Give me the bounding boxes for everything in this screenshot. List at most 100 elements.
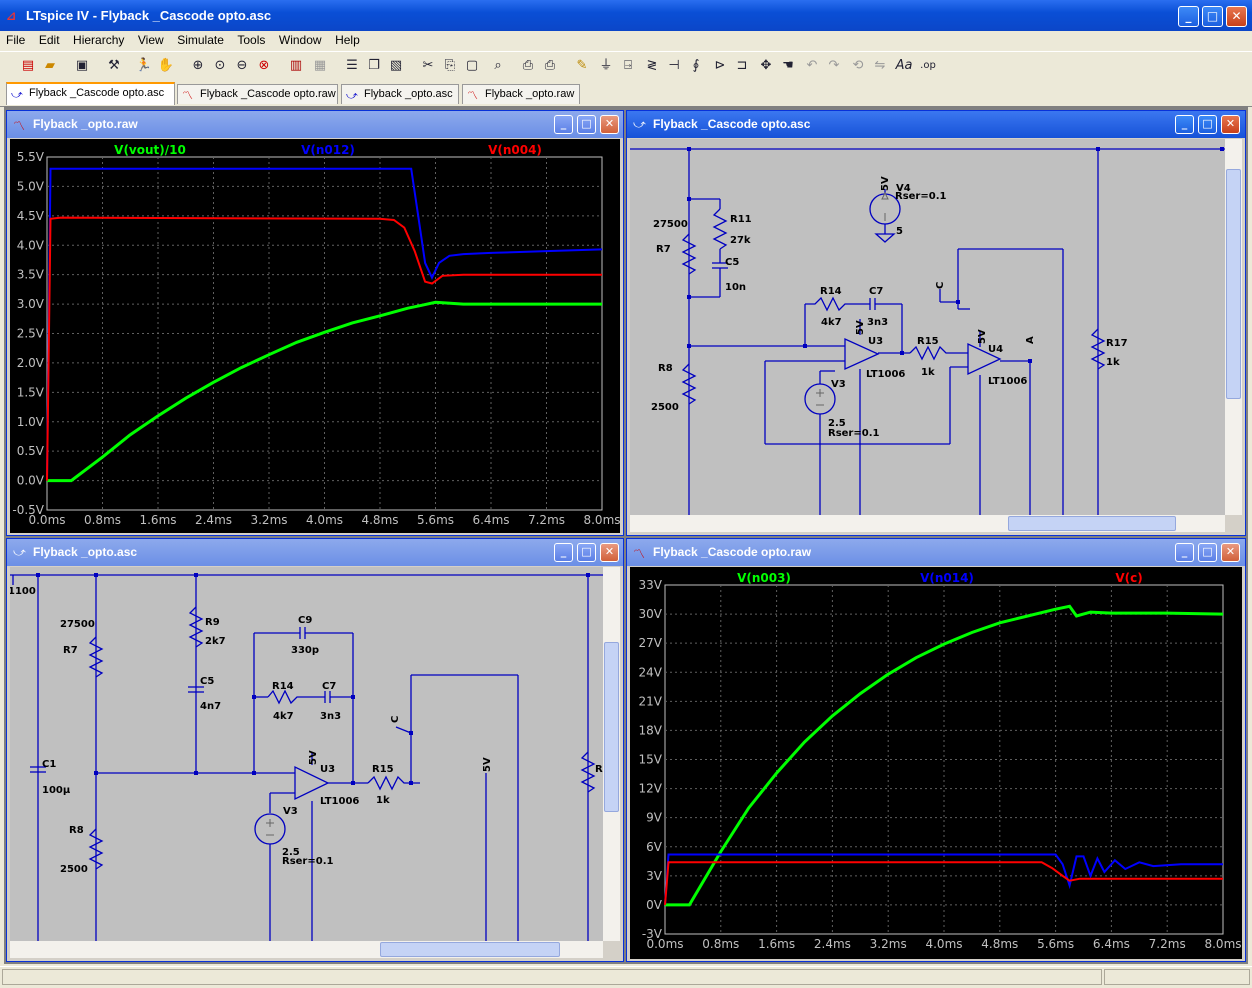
window-close-button[interactable]: ✕ [1221, 543, 1240, 562]
window-titlebar[interactable]: 〽 Flyback _Cascode opto.raw _ □ ✕ [627, 539, 1245, 566]
scrollbar-thumb[interactable] [380, 942, 560, 957]
label-net-icon[interactable]: ⍈ [624, 58, 632, 73]
window-minimize-button[interactable]: _ [554, 543, 573, 562]
mirror-icon[interactable]: ⇋ [874, 58, 886, 73]
control-panel-icon[interactable]: ⚒ [108, 58, 120, 73]
r14-ref: R14 [820, 286, 842, 297]
window-minimize-button[interactable]: _ [554, 115, 573, 134]
ground-icon[interactable]: ⏚ [599, 58, 613, 73]
x-tick-label: 2.4ms [814, 937, 851, 951]
save-icon[interactable]: ▣ [75, 58, 89, 73]
y-tick-label: 3V [646, 869, 663, 883]
cascade-icon[interactable]: ❐ [368, 58, 380, 73]
component-icon[interactable]: ⊐ [736, 58, 748, 73]
schematic-svg[interactable]: 1100 27500 R7 R9 2k7 C5 4n7 C9 330p R14 … [8, 567, 603, 941]
legend-label-1[interactable]: V(n012) [301, 143, 355, 157]
schematic-canvas[interactable]: 27500 R7 R11 27k C5 10n R14 4k7 C7 3n3 5… [630, 139, 1225, 515]
draw-wire-icon[interactable]: ✎ [576, 58, 588, 73]
window-flyback-cascode-opto-asc[interactable]: ⤻ Flyback _Cascode opto.asc _ □ ✕ [626, 110, 1246, 536]
copy-icon[interactable]: ⎘ [444, 58, 456, 73]
scrollbar-thumb[interactable] [1226, 169, 1241, 399]
window-titlebar[interactable]: ⤻ Flyback _opto.asc _ □ ✕ [7, 539, 623, 566]
text-icon[interactable]: Aa [895, 58, 913, 73]
u3-ref: U3 [868, 336, 883, 347]
legend-label-0[interactable]: V(n003) [737, 571, 791, 585]
legend-label-0[interactable]: V(vout)/10 [114, 143, 186, 157]
window-close-button[interactable]: ✕ [1221, 115, 1240, 134]
zoom-fit-icon[interactable]: ⊗ [258, 58, 270, 73]
zoom-out-icon[interactable]: ⊖ [236, 58, 248, 73]
vertical-scrollbar[interactable] [603, 567, 620, 941]
run-icon[interactable]: 🏃 [135, 58, 153, 73]
halt-icon[interactable]: ✋ [157, 58, 175, 73]
schematic-canvas[interactable]: 1100 27500 R7 R9 2k7 C5 4n7 C9 330p R14 … [8, 567, 603, 941]
menu-window[interactable]: Window [278, 33, 322, 47]
menu-help[interactable]: Help [335, 33, 360, 47]
maximize-button[interactable]: □ [1202, 6, 1223, 27]
menu-simulate[interactable]: Simulate [177, 33, 224, 47]
find-icon[interactable]: ⌕ [494, 58, 502, 73]
window-maximize-button[interactable]: □ [1198, 115, 1217, 134]
autorange-icon[interactable]: ▥ [289, 58, 303, 73]
resistor-icon[interactable]: ≷ [646, 58, 658, 73]
window-minimize-button[interactable]: _ [1175, 543, 1194, 562]
diode-icon[interactable]: ⊳ [714, 58, 726, 73]
scrollbar-thumb[interactable] [604, 642, 619, 812]
window-close-button[interactable]: ✕ [600, 543, 619, 562]
window-titlebar[interactable]: 〽 Flyback _opto.raw _ □ ✕ [7, 111, 623, 138]
redo-icon[interactable]: ↷ [828, 58, 840, 73]
window-maximize-button[interactable]: □ [577, 115, 596, 134]
tile-horizontal-icon[interactable]: ☰ [346, 58, 358, 73]
window-maximize-button[interactable]: □ [1198, 543, 1217, 562]
tab-flyback-cascode-opto-asc[interactable]: ⤻ Flyback _Cascode opto.asc [6, 82, 175, 105]
menu-view[interactable]: View [137, 33, 164, 47]
cut-icon[interactable]: ✂ [422, 58, 434, 73]
tab-flyback-cascode-opto-raw[interactable]: 〽 Flyback _Cascode opto.raw [177, 84, 338, 104]
rotate-icon[interactable]: ⟲ [852, 58, 864, 73]
window-minimize-button[interactable]: _ [1175, 115, 1194, 134]
horizontal-scrollbar[interactable] [630, 515, 1225, 532]
close-button[interactable]: ✕ [1226, 6, 1247, 27]
print-icon[interactable]: ⎙ [544, 58, 556, 73]
grid-icon[interactable]: ▦ [313, 58, 327, 73]
print-setup-icon[interactable]: ⎙ [522, 58, 534, 73]
tile-vertical-icon[interactable]: ▧ [389, 58, 403, 73]
paste-icon[interactable]: ▢ [465, 58, 479, 73]
menu-hierarchy[interactable]: Hierarchy [73, 33, 125, 47]
tab-flyback-opto-asc[interactable]: ⤻ Flyback _opto.asc [341, 84, 459, 104]
spice-directive-icon[interactable]: .op [920, 60, 936, 71]
window-flyback-opto-asc[interactable]: ⤻ Flyback _opto.asc _ □ ✕ [6, 538, 624, 962]
menu-tools[interactable]: Tools [237, 33, 266, 47]
series-line-2 [46, 216, 602, 481]
horizontal-scrollbar[interactable] [10, 941, 603, 958]
move-icon[interactable]: ✥ [760, 58, 772, 73]
window-titlebar[interactable]: ⤻ Flyback _Cascode opto.asc _ □ ✕ [627, 111, 1245, 138]
inductor-icon[interactable]: ∮ [692, 58, 700, 73]
vertical-scrollbar[interactable] [1225, 139, 1242, 515]
tab-flyback-opto-raw[interactable]: 〽 Flyback _opto.raw [462, 84, 580, 104]
capacitor-icon[interactable]: ⊣ [668, 58, 680, 73]
minimize-button[interactable]: _ [1178, 6, 1199, 27]
legend-label-2[interactable]: V(n004) [488, 143, 542, 157]
zoom-in-icon[interactable]: ⊕ [192, 58, 204, 73]
schematic-svg[interactable]: 27500 R7 R11 27k C5 10n R14 4k7 C7 3n3 5… [630, 139, 1225, 515]
drag-icon[interactable]: ☚ [782, 58, 794, 73]
zoom-pan-icon[interactable]: ⊙ [214, 58, 226, 73]
menu-edit[interactable]: Edit [38, 33, 60, 47]
new-schematic-icon[interactable]: ▤ [21, 58, 35, 73]
undo-icon[interactable]: ↶ [806, 58, 818, 73]
legend-label-2[interactable]: V(c) [1115, 571, 1142, 585]
menu-file[interactable]: File [6, 33, 26, 47]
window-close-button[interactable]: ✕ [600, 115, 619, 134]
waveform-icon: 〽 [633, 547, 646, 561]
legend-label-1[interactable]: V(n014) [920, 571, 974, 585]
scrollbar-thumb[interactable] [1008, 516, 1176, 531]
open-folder-icon[interactable]: ▰ [45, 58, 55, 73]
window-maximize-button[interactable]: □ [577, 543, 596, 562]
